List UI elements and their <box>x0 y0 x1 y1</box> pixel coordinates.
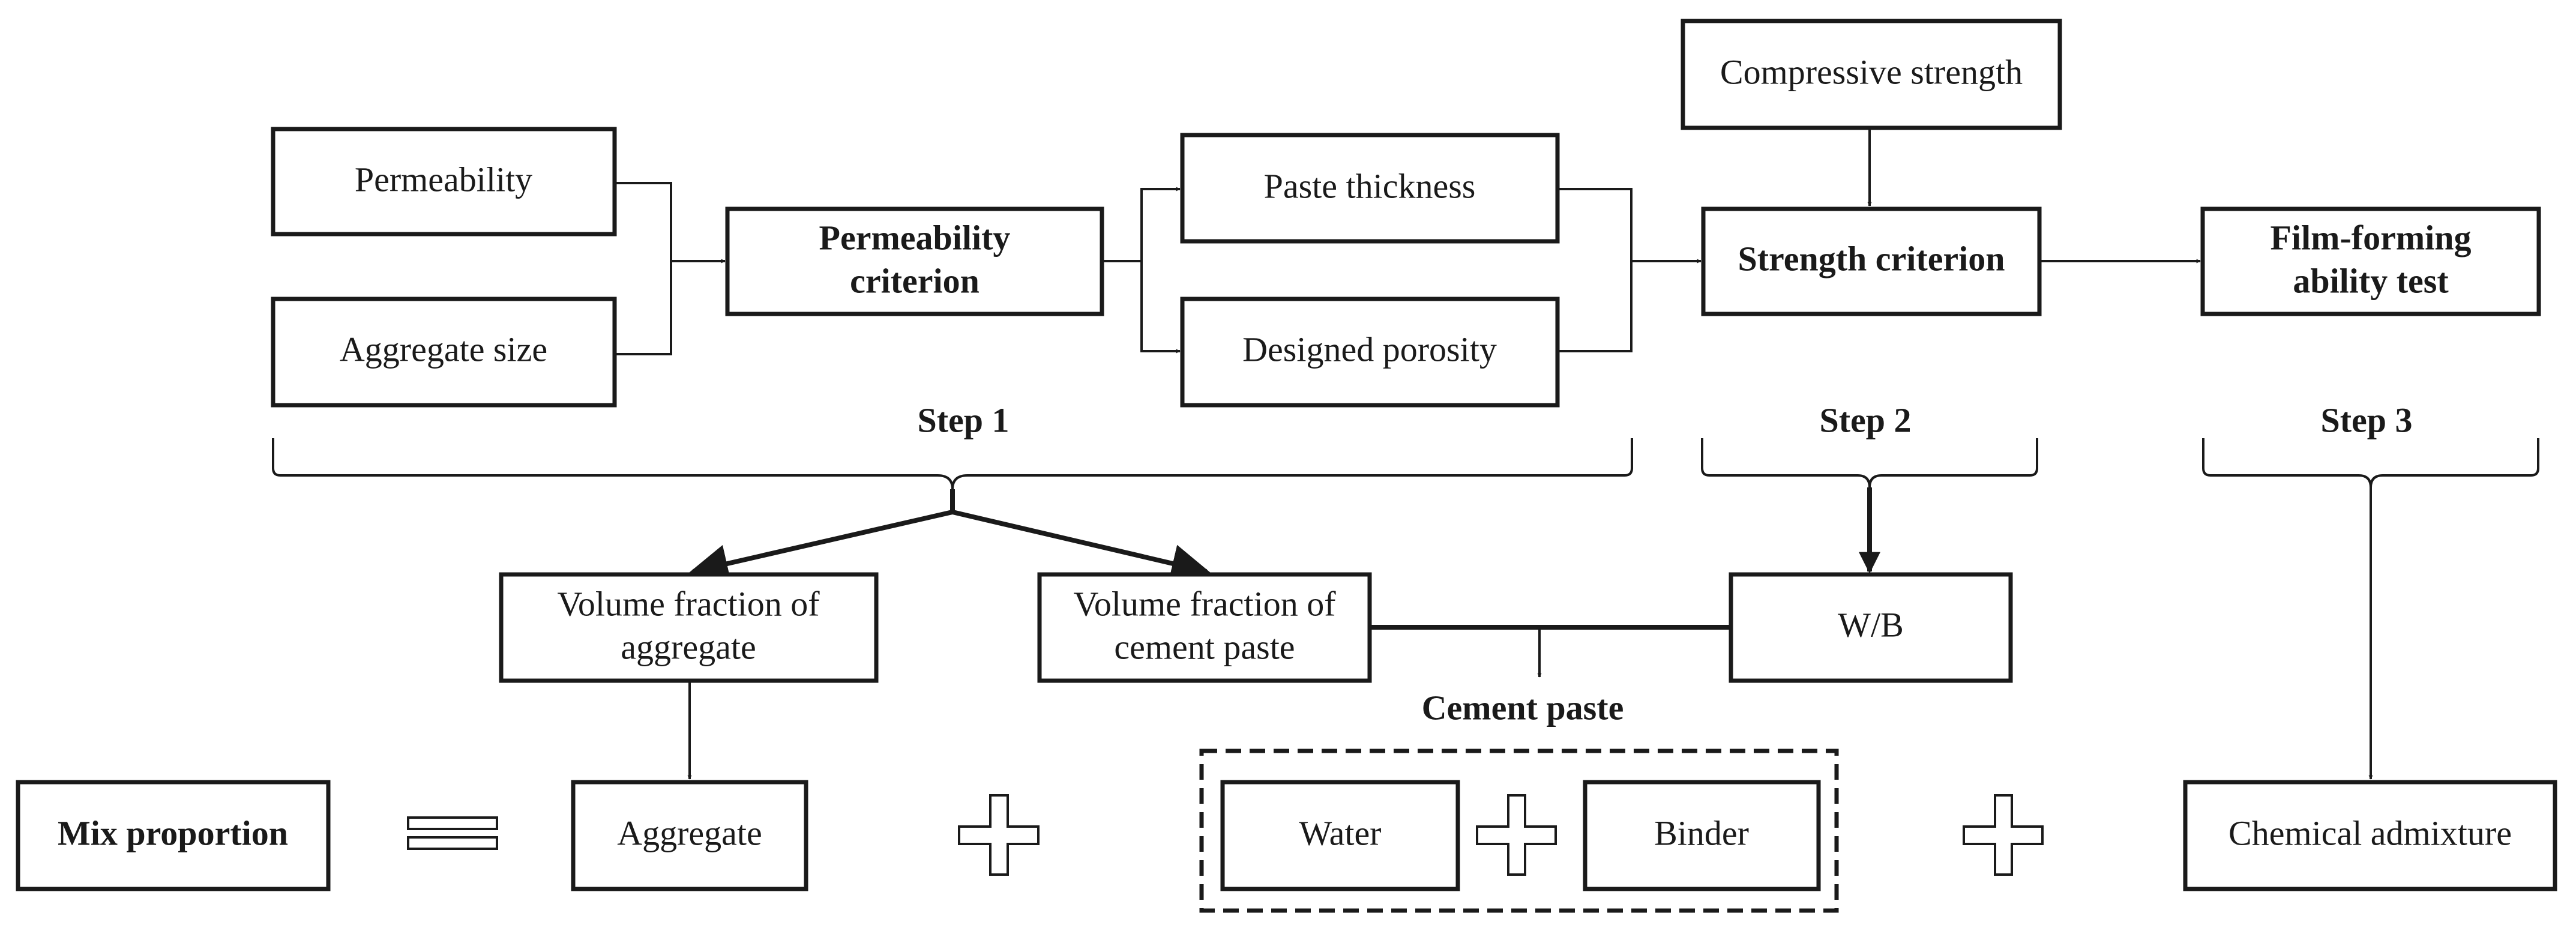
volume-fraction-cement-paste-line1: Volume fraction of <box>1073 584 1336 623</box>
designed-porosity-box: Designed porosity <box>1180 297 1560 408</box>
wb-box: W/B <box>1729 572 2013 683</box>
cement-paste-group-frame <box>1199 749 1839 913</box>
step1-label: Step 1 <box>917 400 1009 439</box>
cement-paste-group-label: Cement paste <box>1422 688 1624 727</box>
mix-proportion-box: Mix proportion <box>16 780 331 891</box>
volume-fraction-aggregate-box: Volume fraction of aggregate <box>499 572 879 683</box>
aggregate-size-box: Aggregate size <box>271 297 617 408</box>
binder-box: Binder <box>1583 780 1821 891</box>
chemical-admixture-box: Chemical admixture <box>2183 780 2557 891</box>
permeability-label: Permeability <box>355 160 532 199</box>
designed-porosity-arrow <box>1140 261 1181 354</box>
permeability-connector <box>615 182 672 355</box>
step3-label: Step 3 <box>2320 400 2412 439</box>
water-label: Water <box>1299 813 1381 852</box>
step3-bracket <box>2202 438 2539 488</box>
volume-fraction-cement-paste-box: Volume fraction of cement paste <box>1037 572 1372 683</box>
compressive-strength-box: Compressive strength <box>1681 19 2062 130</box>
paste-thickness-arrow <box>1140 187 1181 261</box>
water-box: Water <box>1220 780 1460 891</box>
plus-icon <box>1476 794 1557 876</box>
film-forming-box: Film-forming ability test <box>2200 206 2541 316</box>
permeability-criterion-line2: criterion <box>850 261 980 300</box>
plus-icon <box>958 794 1040 876</box>
permeability-box: Permeability <box>271 127 617 237</box>
strength-criterion-label: Strength criterion <box>1738 239 2005 278</box>
permeability-criterion-line1: Permeability <box>819 218 1011 257</box>
film-forming-line1: Film-forming <box>2270 218 2471 257</box>
chemical-admixture-label: Chemical admixture <box>2228 813 2512 852</box>
volume-fraction-cement-paste-line2: cement paste <box>1114 627 1295 666</box>
binder-label: Binder <box>1654 813 1749 852</box>
volume-fraction-aggregate-line1: Volume fraction of <box>557 584 820 623</box>
volume-fraction-aggregate-line2: aggregate <box>621 627 756 666</box>
paste-thickness-box: Paste thickness <box>1180 133 1560 244</box>
aggregate-box: Aggregate <box>571 780 808 891</box>
paste-thickness-label: Paste thickness <box>1264 166 1476 205</box>
mix-proportion-label: Mix proportion <box>58 813 288 852</box>
step1-bracket <box>272 438 1633 490</box>
plus-icon <box>1963 794 2044 876</box>
strength-criterion-box: Strength criterion <box>1701 206 2042 316</box>
designed-porosity-label: Designed porosity <box>1242 330 1497 369</box>
permeability-criterion-box: Permeability criterion <box>725 206 1104 316</box>
equals-sign-icon <box>407 816 498 850</box>
wb-label: W/B <box>1838 605 1904 644</box>
step2-label: Step 2 <box>1819 400 1911 439</box>
step2-bracket <box>1701 438 2038 488</box>
film-forming-line2: ability test <box>2293 261 2449 300</box>
connectors <box>272 128 2539 780</box>
aggregate-size-label: Aggregate size <box>340 330 547 369</box>
porosity-merge-connector <box>1557 188 1633 352</box>
step1-aggregate-fraction-arrow <box>689 510 953 583</box>
step1-paste-fraction-arrow <box>952 510 1211 583</box>
aggregate-label: Aggregate <box>617 813 762 852</box>
compressive-strength-label: Compressive strength <box>1720 52 2023 91</box>
